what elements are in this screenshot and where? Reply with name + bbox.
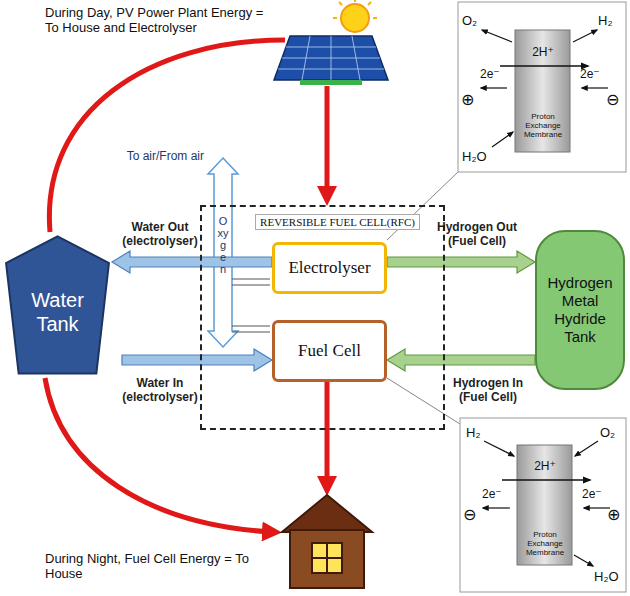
annotation-label: To air/From air xyxy=(100,150,204,164)
hydrogen-out-arrow xyxy=(573,30,597,42)
annotation-label: Proton Exchange Membrane xyxy=(518,530,572,558)
edge-label: Water In (electrolyser) xyxy=(112,376,208,405)
pv-grid xyxy=(278,36,384,80)
annotation-label: H₂ xyxy=(466,426,480,441)
annotation-label: H₂O xyxy=(594,570,619,585)
sun xyxy=(341,4,369,32)
annotation-label: 2H⁺ xyxy=(527,46,559,60)
membrane xyxy=(517,445,572,565)
hydrogen-in-arrow xyxy=(484,441,514,456)
pv-to-rfc-arrow xyxy=(325,86,330,196)
day-energy-arc xyxy=(49,40,285,232)
membrane xyxy=(515,30,570,152)
annotation-label: During Day, PV Power Plant Energy = To H… xyxy=(45,6,280,36)
node-label: Hydrogen Metal Hydride Tank xyxy=(543,274,617,346)
proton-arrow xyxy=(500,65,588,67)
edge-label: Hydrogen In (Fuel Cell) xyxy=(440,376,536,405)
house-roof xyxy=(282,495,372,532)
leader-line xyxy=(387,378,460,424)
window-bar xyxy=(312,557,342,559)
edge-label: Water Out (electrolyser) xyxy=(112,220,208,249)
fuelcell-box: Fuel Cell xyxy=(272,320,387,382)
node-label: Water Tank xyxy=(18,288,98,336)
annotation-label: ⊖ xyxy=(606,91,619,109)
rfc-group: REVERSIBLE FUEL CELL(RFC) ElectrolyserFue… xyxy=(200,205,445,430)
house xyxy=(282,495,372,588)
oxygen-arrow xyxy=(208,158,238,347)
fuelcell-to-house-arrow xyxy=(325,380,330,486)
water-out-arrow xyxy=(574,555,593,566)
flow-arrow xyxy=(387,251,535,273)
electrolyser-box: Electrolyser xyxy=(272,242,387,294)
annotation-label: Proton Exchange Membrane xyxy=(516,112,570,140)
annotation-label: 2e⁻ xyxy=(580,68,600,82)
fuelcell-inset xyxy=(460,418,626,592)
annotation-label: 2e⁻ xyxy=(480,68,500,82)
oxygen-in-arrow xyxy=(575,441,598,456)
node-label: REVERSIBLE FUEL CELL(RFC) xyxy=(255,214,420,230)
water-in-arrow xyxy=(492,132,513,147)
house-window xyxy=(312,543,342,573)
vertical-label: Oxygen xyxy=(218,215,229,275)
pv-panel xyxy=(274,36,388,80)
annotation-label: 2e⁻ xyxy=(482,488,502,502)
water-tank: Water Tank xyxy=(5,235,110,375)
oxygen-ducts xyxy=(232,279,270,332)
flow-arrow xyxy=(112,251,272,273)
solar-panel xyxy=(274,0,388,85)
oxygen-out-arrow xyxy=(482,30,512,42)
electrolyser-inset xyxy=(458,2,626,172)
sun-rays xyxy=(333,0,377,18)
electron-arrow xyxy=(483,507,510,508)
electron-arrow xyxy=(481,87,507,88)
grass xyxy=(300,80,362,85)
inset-frame xyxy=(458,2,626,172)
annotation-label: O₂ xyxy=(462,14,477,29)
annotation-label: 2H⁺ xyxy=(529,460,561,474)
annotation-label: ⊖ xyxy=(463,506,476,524)
annotation-label: ⊕ xyxy=(607,506,620,524)
tank-outline xyxy=(6,236,109,373)
electron-arrow xyxy=(582,87,608,88)
proton-arrow xyxy=(502,479,590,481)
electron-arrow xyxy=(584,507,610,508)
house-wall xyxy=(290,530,364,588)
annotation-label: During Night, Fuel Cell Energy = To Hous… xyxy=(45,552,280,582)
annotation-label: 2e⁻ xyxy=(582,488,602,502)
node-label: Electrolyser xyxy=(288,258,370,278)
hydrogen-tank: Hydrogen Metal Hydride Tank xyxy=(535,230,625,390)
annotation-label: ⊕ xyxy=(461,91,474,109)
edge-label: Hydrogen Out (Fuel Cell) xyxy=(425,220,529,249)
inset-frame xyxy=(460,418,626,592)
flow-arrow xyxy=(387,349,535,371)
flow-arrow xyxy=(122,349,272,371)
annotation-label: H₂ xyxy=(598,14,612,29)
node-label: Fuel Cell xyxy=(298,341,361,361)
annotation-label: O₂ xyxy=(600,426,615,441)
annotation-label: H₂O xyxy=(462,150,487,165)
